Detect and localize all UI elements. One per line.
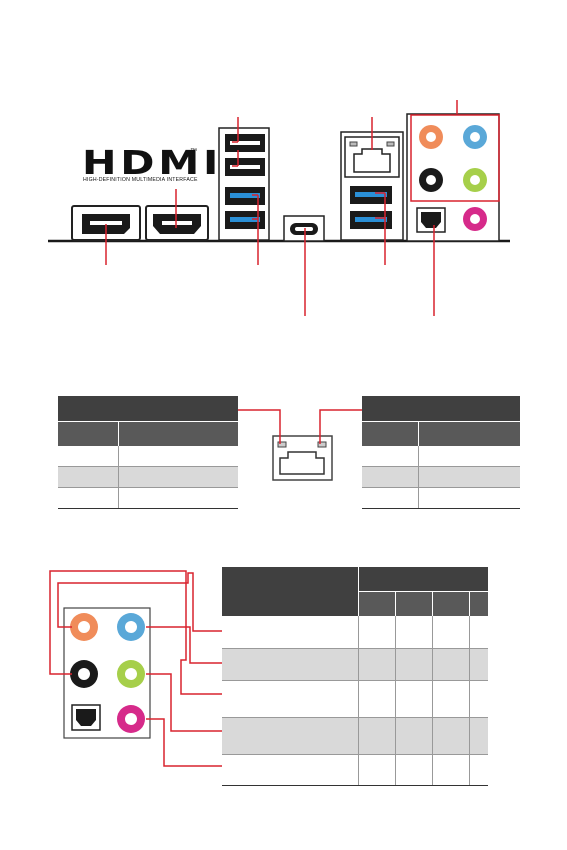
audio-header-left (222, 567, 359, 616)
table-cell (469, 717, 488, 755)
table-cell (358, 648, 396, 681)
audio-jack-icons (70, 613, 145, 733)
table-cell (118, 466, 238, 488)
hdmi-tagline: HIGH-DEFINITION MULTIMEDIA INTERFACE (83, 177, 198, 183)
audio-subcol (395, 591, 433, 616)
audio-header-right (358, 567, 488, 592)
table-cell (358, 754, 396, 786)
audio-row-label (222, 648, 359, 681)
table-cell (469, 616, 488, 649)
audio-row-label (222, 680, 359, 718)
audio-row-label (222, 717, 359, 755)
table-cell (418, 487, 520, 509)
hdmi-wordmark: HDMI (82, 143, 223, 182)
lan-right-col1 (362, 421, 419, 446)
lan-led-table-left (58, 396, 238, 509)
table-row (222, 616, 488, 649)
table-cell (469, 754, 488, 786)
table-cell (58, 446, 119, 467)
table-cell (418, 466, 520, 488)
table-row (222, 717, 488, 755)
audio-row-label (222, 754, 359, 786)
audio-callout-lines (49, 570, 222, 767)
lan-left-col2 (118, 421, 238, 446)
table-cell (432, 616, 470, 649)
table-row (222, 648, 488, 681)
table-cell (432, 754, 470, 786)
table-cell (395, 717, 433, 755)
table-cell (58, 466, 119, 488)
table-cell (432, 680, 470, 718)
callout-lines (105, 100, 500, 316)
table-cell (469, 680, 488, 718)
audio-config-table (222, 567, 488, 786)
table-cell (358, 680, 396, 718)
audio-panel (406, 113, 500, 242)
table-cell (432, 717, 470, 755)
table-cell (432, 648, 470, 681)
audio-subcol (469, 591, 488, 616)
table-cell (358, 717, 396, 755)
table-cell (118, 446, 238, 467)
rear-io-panel-diagram (48, 100, 510, 316)
table-cell (395, 680, 433, 718)
lan-left-col1 (58, 421, 119, 446)
table-cell (469, 648, 488, 681)
usb-stack (218, 127, 270, 241)
table-cell (58, 487, 119, 509)
table-cell (118, 487, 238, 509)
lan-left-header (58, 396, 238, 422)
table-cell (395, 648, 433, 681)
table-cell (362, 466, 419, 488)
table-cell (395, 754, 433, 786)
table-cell (358, 616, 396, 649)
lan-led-table-right (362, 396, 520, 509)
audio-subcol (358, 591, 396, 616)
table-cell (395, 616, 433, 649)
hdmi-logo: HDMI ™ HIGH-DEFINITION MULTIMEDIA INTERF… (82, 146, 218, 188)
lan-right-col2 (418, 421, 520, 446)
table-cell (418, 446, 520, 467)
audio-row-label (222, 616, 359, 649)
table-cell (362, 446, 419, 467)
lan-right-header (362, 396, 520, 422)
hdmi-trademark: ™ (190, 148, 197, 155)
table-cell (362, 487, 419, 509)
table-row (222, 680, 488, 718)
hdmi-port (145, 205, 209, 241)
usb-c-port (283, 215, 325, 242)
audio-subcol (432, 591, 470, 616)
table-row (222, 754, 488, 786)
